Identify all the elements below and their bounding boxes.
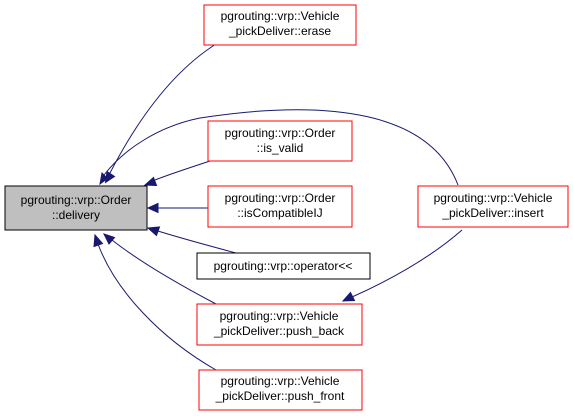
node-vehicle-pickdeliver-push-front[interactable]: pgrouting::vrp::Vehicle _pickDeliver::pu… [198,369,363,411]
node-label-line2: _pickDeliver::push_back [213,324,345,338]
edge-insert-to-push_back [351,229,463,298]
node-order-delivery[interactable]: pgrouting::vrp::Order ::delivery [4,185,148,231]
edge-arrowhead [104,170,116,184]
edge-push_front-to-delivery [97,243,217,371]
edges [93,43,463,371]
edge-operator-to-delivery [157,230,237,254]
node-label-line1: pgrouting::vrp::Vehicle [221,9,340,23]
node-order-is-valid[interactable]: pgrouting::vrp::Order ::is_valid [207,120,353,162]
node-label-line2: ::delivery [52,208,100,222]
node-vehicle-pickdeliver-push-back[interactable]: pgrouting::vrp::Vehicle _pickDeliver::pu… [196,303,363,346]
node-label-line2: _pickDeliver::push_front [215,389,345,403]
node-label-line1: pgrouting::vrp::Order [225,191,336,205]
edge-arrowhead [341,291,356,302]
node-label-line2: _pickDeliver::erase [228,24,331,38]
node-order-iscompatibleij[interactable]: pgrouting::vrp::Order ::isCompatibleIJ [207,185,353,228]
edge-arrowhead [99,171,109,186]
nodes: pgrouting::vrp::Order ::delivery pgrouti… [4,4,569,411]
edge-arrowhead [103,233,116,245]
edge-arrowhead [146,202,159,214]
node-label-line2: _pickDeliver::insert [441,206,544,220]
edge-arrowhead [93,233,104,248]
node-label-line2: ::isCompatibleIJ [237,206,322,220]
edge-is_valid-to-delivery [154,158,217,181]
edge-insert-to-delivery [103,109,459,186]
node-label-line1: pgrouting::vrp::operator<< [214,259,353,273]
node-vrp-operator-stream[interactable]: pgrouting::vrp::operator<< [196,252,371,280]
node-label-line1: pgrouting::vrp::Order [225,126,336,140]
node-label-line2: ::is_valid [257,141,304,155]
edge-arrowhead [146,226,161,237]
node-label-line1: pgrouting::vrp::Order [21,193,132,207]
node-label-line1: pgrouting::vrp::Vehicle [434,191,553,205]
edge-arrowhead [143,176,158,187]
node-vehicle-pickdeliver-erase[interactable]: pgrouting::vrp::Vehicle _pickDeliver::er… [203,4,357,46]
node-label-line1: pgrouting::vrp::Vehicle [220,309,339,323]
node-label-line1: pgrouting::vrp::Vehicle [221,374,340,388]
edge-push_back-to-delivery [111,239,217,305]
edge-erase-to-delivery [109,43,217,174]
node-vehicle-pickdeliver-insert[interactable]: pgrouting::vrp::Vehicle _pickDeliver::in… [417,185,569,228]
